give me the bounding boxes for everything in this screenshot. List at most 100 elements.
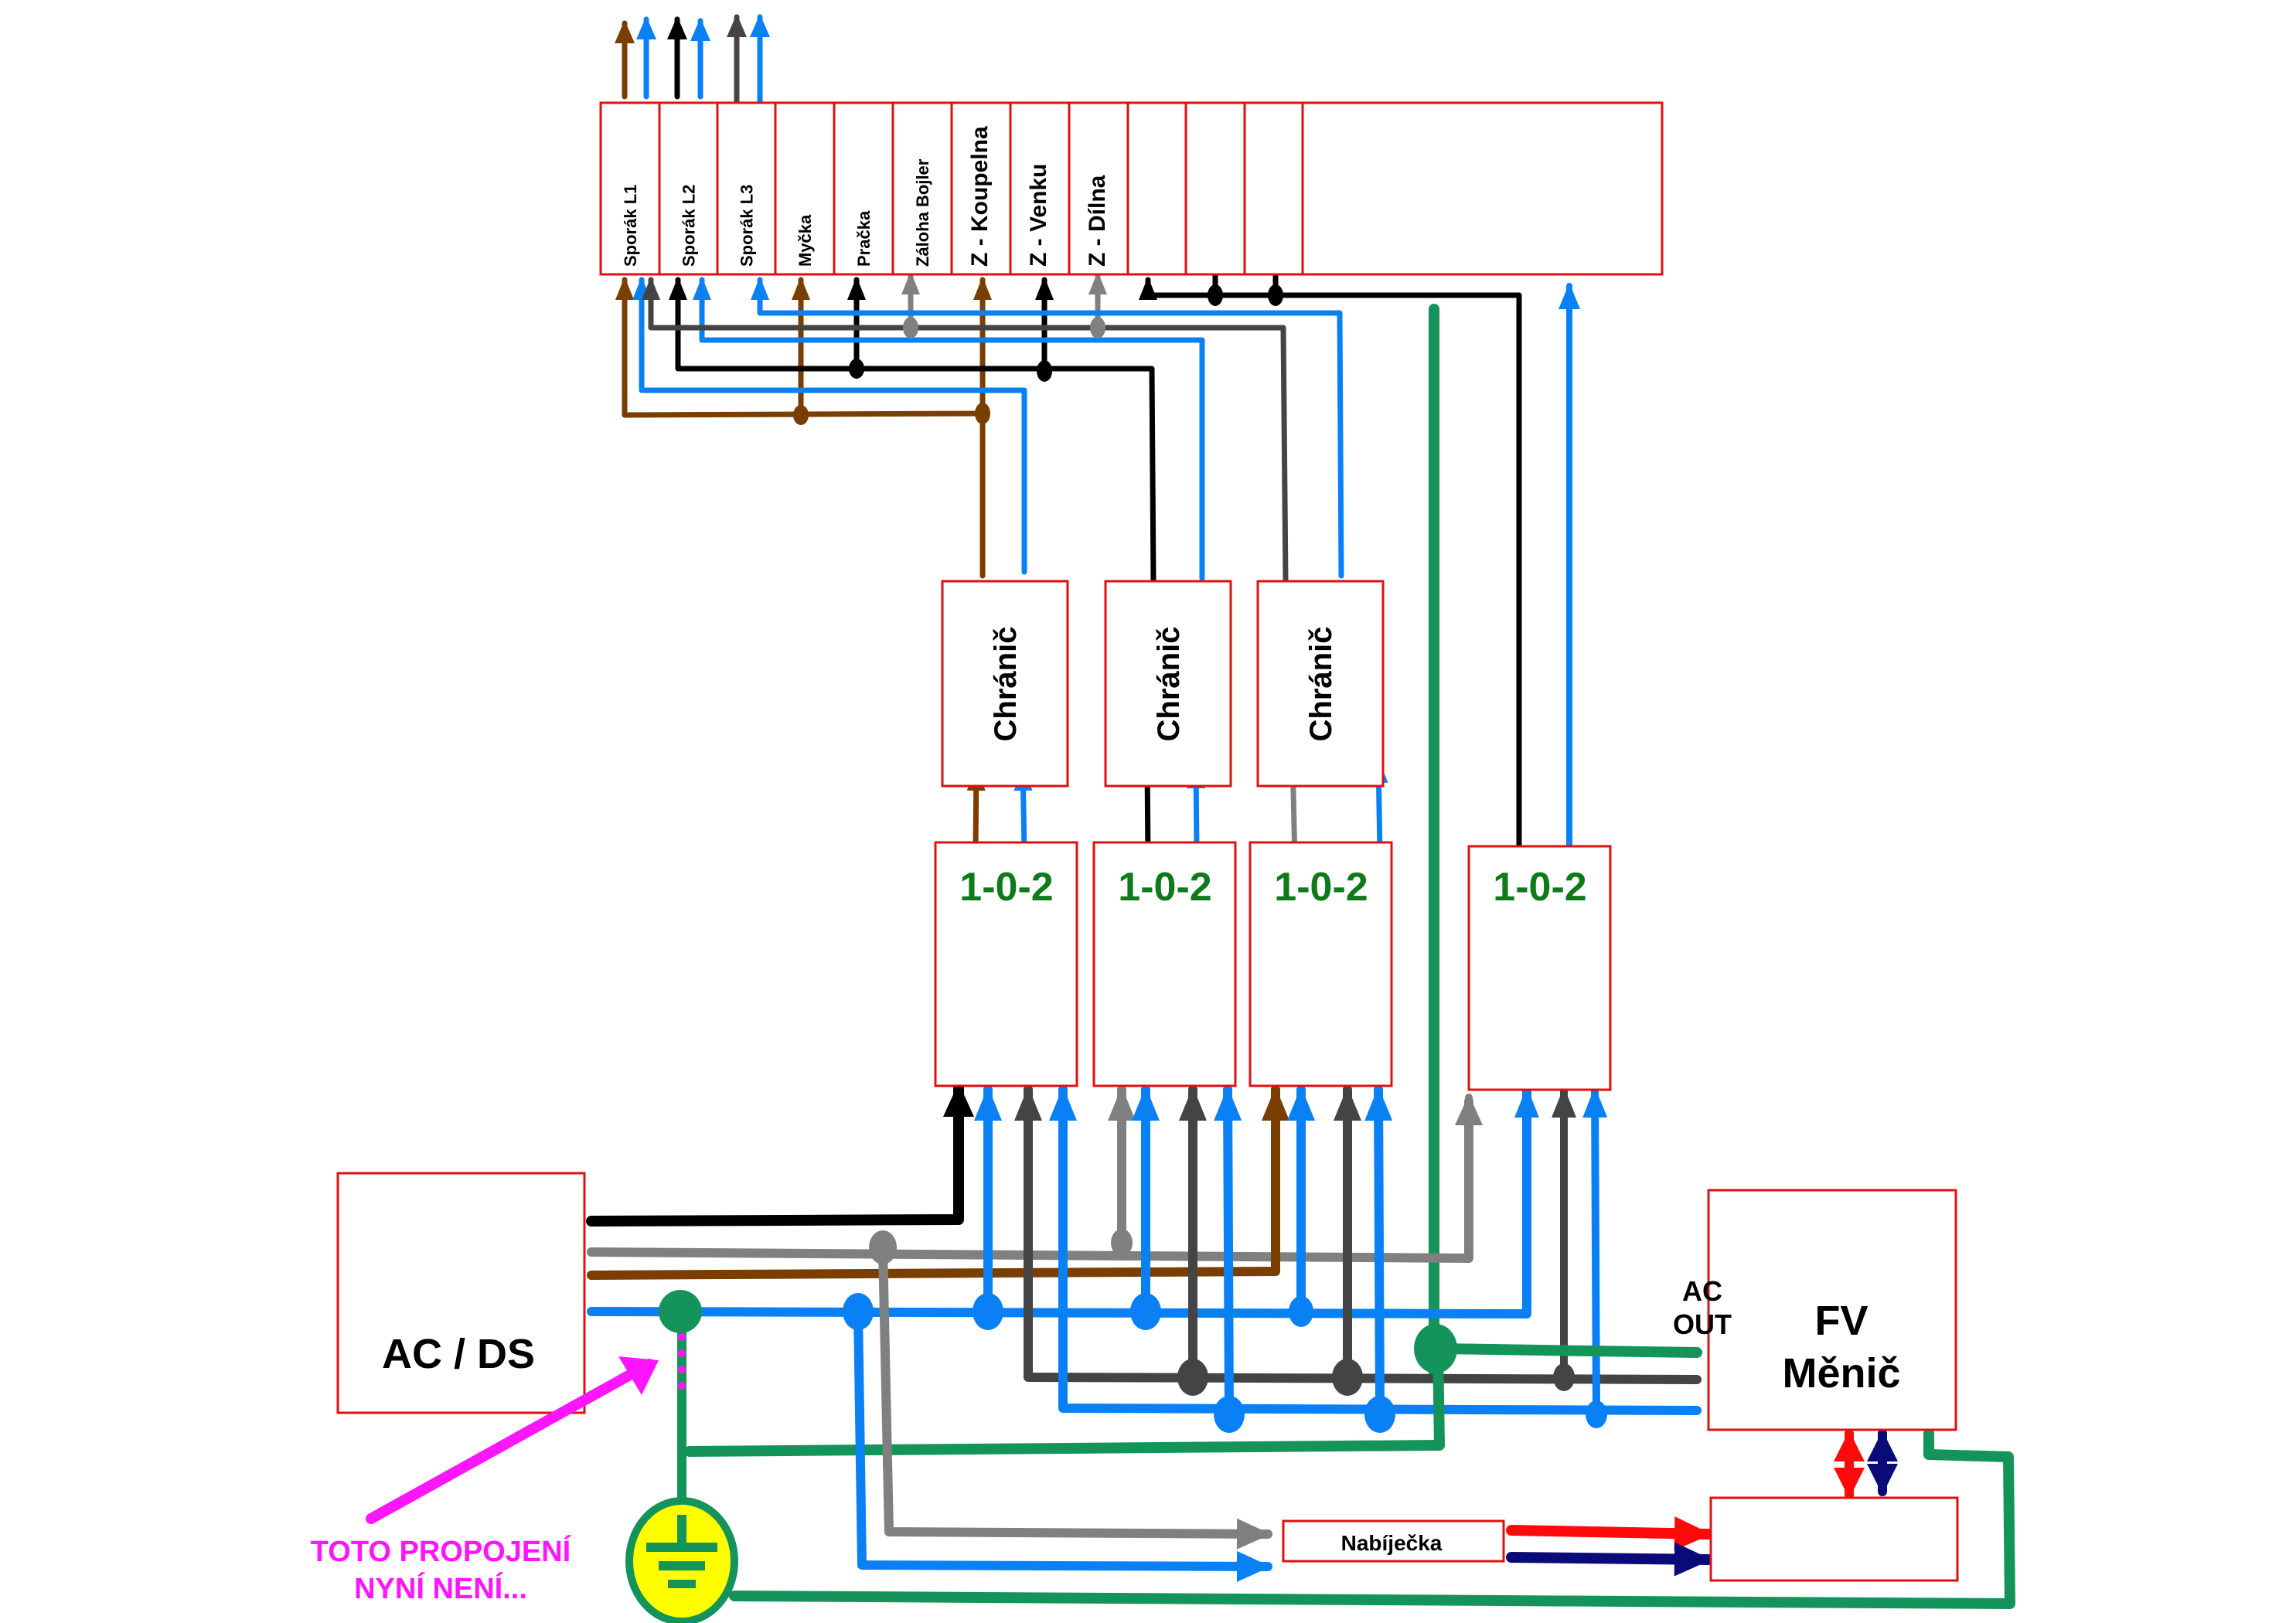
wire-15 [699,277,1205,581]
changeover-switch-2[interactable]: 1-0-2 [1092,841,1237,1087]
breaker-12 [1243,101,1304,276]
note-arrow-shaft [366,1359,655,1524]
arrow-head [1455,1094,1483,1125]
arrow-head [1287,1087,1315,1121]
breaker-label: Sporák L1 [621,185,640,267]
wire-48 [684,1343,1445,1457]
breaker-label: Pračka [854,210,874,267]
inverter-label-line1: FV [1814,1298,1868,1344]
breaker-cell [950,101,1012,276]
grid-source-frame [336,1172,586,1414]
switch-frame [1092,841,1237,1087]
grid-source-box: AC / DS [336,1172,586,1414]
wire-52 [853,1307,1272,1571]
arrow-head [642,277,660,300]
junction-dot [1111,1229,1133,1257]
missing-link-dot [678,1349,686,1357]
note-line2: NYNÍ NENÍ... [354,1571,527,1605]
switch-frame [1467,845,1612,1091]
arrow-head [1014,1087,1042,1121]
ac-out-label-line2: OUT [1673,1308,1732,1340]
breaker-label: Z - Koupelna [967,126,993,267]
arrow-head [615,277,634,300]
wire-19 [757,277,1344,579]
breaker-cell [833,101,894,276]
wire-51 [878,1243,1272,1539]
arrow-head [901,271,920,294]
missing-link-dot [678,1333,686,1341]
breaker-9: Z - Dílna [1068,101,1129,276]
junction-dot [793,405,809,425]
breaker-4: Myčka [774,101,836,276]
arrow-head [636,16,656,39]
arrow-head [1558,283,1580,309]
breaker-5: Pračka [833,101,894,276]
rcd-group: Chránič Chránič Chránič [941,580,1385,788]
switch-frame [1248,841,1393,1087]
breaker-cell [658,101,719,276]
annotation-note: TOTO PROPOJENÍ NYNÍ NENÍ... [311,1356,659,1605]
wire-46 [1591,1086,1600,1414]
junction-dot [659,1290,702,1333]
note-line1: TOTO PROPOJENÍ [311,1534,572,1568]
arrow-head [667,16,687,39]
rcd-label: Chránič [989,627,1023,742]
arrow-head [615,20,635,43]
rcd-1: Chránič [941,580,1069,788]
switch-label: 1-0-2 [1493,865,1586,910]
junction-dot [1214,1396,1245,1433]
earth-bar-1 [646,1543,717,1552]
breaker-cell [1009,101,1071,276]
junction-dot [1553,1363,1575,1391]
inverter-label-line2: Měnič [1782,1350,1900,1397]
junction-dot [849,359,864,379]
breaker-1: Sporák L1 [599,101,661,276]
inverter-box: FV Měnič AC OUT [1673,1189,1957,1431]
arrow-head [1179,1087,1207,1121]
arrow-head [1334,1087,1361,1121]
rcd-frame [1256,580,1385,788]
wire-47 [1432,1343,1702,1358]
breaker-label: Sporák L2 [680,185,699,267]
changeover-switch-4[interactable]: 1-0-2 [1467,845,1612,1091]
arrow-head [1262,1087,1289,1121]
changeover-switch-1[interactable]: 1-0-2 [934,841,1078,1087]
arrow-head [1867,1431,1898,1461]
arrow-head [750,14,770,37]
arrow-head [669,277,687,300]
arrow-head [1674,1542,1712,1577]
wire-11 [639,277,1027,575]
earth-stem [677,1515,686,1546]
breaker-label: Myčka [795,214,815,267]
junction-dot [1268,284,1283,306]
wire-50 [729,1428,2015,1609]
arrow-head [1214,1087,1242,1121]
junction-dot [1090,317,1105,339]
switch-label: 1-0-2 [1274,865,1368,910]
breaker-cell [1126,101,1187,276]
rcd-label: Chránič [1304,627,1338,742]
breaker-cell [774,101,836,276]
arrow-head [1236,1518,1271,1550]
arrow-head [1552,1087,1576,1118]
wire-34 [587,1085,1280,1280]
battery-box [1709,1496,1959,1582]
changeover-switch-3[interactable]: 1-0-2 [1248,841,1393,1087]
earth-bar-3 [668,1580,696,1588]
arrow-head [1132,1087,1160,1121]
wire-44 [1223,1085,1234,1415]
breaker-cell [1184,101,1246,276]
wire-35 [587,1085,1531,1318]
breaker-8: Z - Venku [1009,101,1071,276]
junction-dot [903,317,918,339]
arrow-head [1364,1087,1393,1121]
rcd-2: Chránič [1104,580,1232,788]
arrow-head [1035,277,1054,300]
junction-dot [1364,1396,1395,1433]
breaker-6: Záloha Bojler [891,101,953,276]
switch-frame [934,841,1078,1087]
rcd-3: Chránič [1256,580,1385,788]
junction-dot [1037,360,1052,382]
arrow-head [973,277,992,300]
